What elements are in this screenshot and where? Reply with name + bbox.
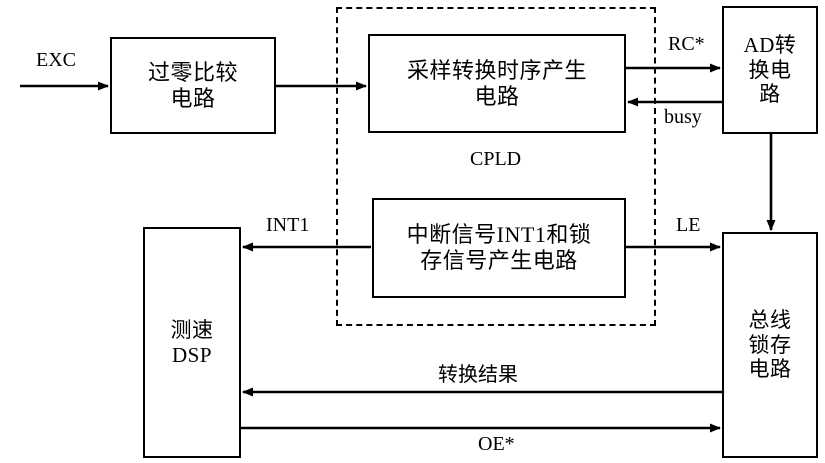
- cpld-group-frame: [336, 7, 656, 326]
- block-interrupt-latch-signal-circuit-label: 中断信号INT1和锁 存信号产生电路: [406, 222, 592, 273]
- block-sampling-timing-circuit[interactable]: 采样转换时序产生 电路: [368, 34, 626, 133]
- block-bus-latch-circuit-label: 总线 锁存 电路: [748, 307, 792, 382]
- block-interrupt-latch-signal-circuit[interactable]: 中断信号INT1和锁 存信号产生电路: [372, 198, 626, 298]
- signal-label-exc: EXC: [36, 49, 76, 71]
- block-ad-conversion-circuit-label: AD转 换电 路: [743, 32, 797, 107]
- block-speed-measurement-dsp-label: 测速 DSP: [170, 317, 214, 367]
- signal-label-conversion-result: 转换结果: [438, 364, 518, 386]
- block-zero-cross-comparator[interactable]: 过零比较 电路: [110, 37, 276, 134]
- block-zero-cross-comparator-label: 过零比较 电路: [147, 59, 238, 111]
- block-bus-latch-circuit[interactable]: 总线 锁存 电路: [722, 232, 818, 458]
- signal-label-oe: OE*: [478, 433, 515, 455]
- signal-label-int1: INT1: [266, 214, 310, 236]
- group-label-cpld: CPLD: [470, 148, 522, 170]
- block-speed-measurement-dsp[interactable]: 测速 DSP: [143, 227, 241, 458]
- block-sampling-timing-circuit-label: 采样转换时序产生 电路: [406, 57, 587, 109]
- block-ad-conversion-circuit[interactable]: AD转 换电 路: [722, 6, 818, 134]
- signal-label-le: LE: [676, 214, 701, 236]
- signal-label-busy: busy: [664, 106, 702, 128]
- signal-label-rc: RC*: [668, 33, 705, 55]
